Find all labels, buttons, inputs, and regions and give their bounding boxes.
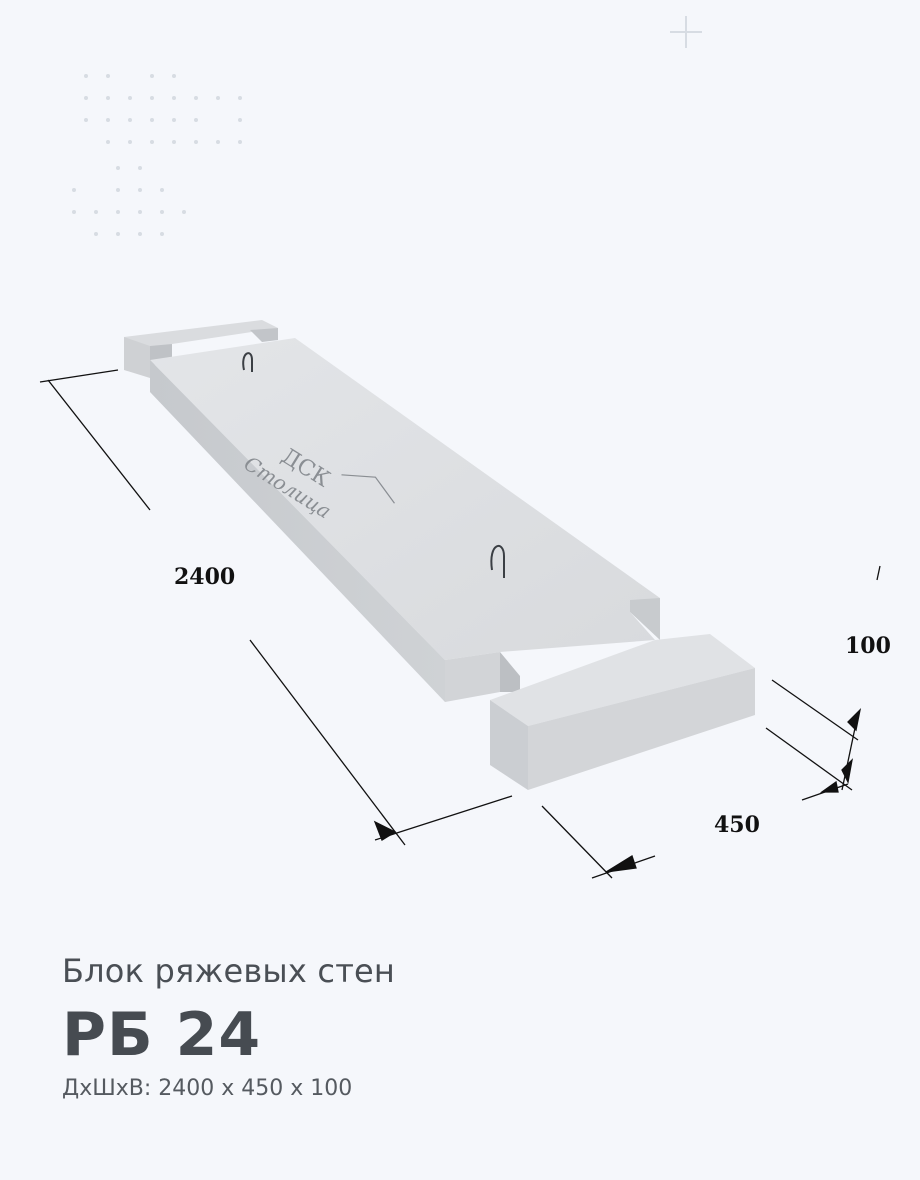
concrete-block: ДСК Столица xyxy=(124,320,755,790)
dot-grid-decoration xyxy=(72,74,242,236)
product-model-title: РБ 24 xyxy=(62,1000,262,1070)
dimension-lines xyxy=(39,369,881,879)
height-dimension-label: 100 xyxy=(845,633,891,659)
length-dimension-label: 2400 xyxy=(174,564,236,590)
width-dimension-label: 450 xyxy=(714,812,760,838)
plus-decoration-icon xyxy=(670,16,702,48)
product-subtitle: Блок ряжевых стен xyxy=(62,952,396,990)
product-dimensions: ДхШхВ: 2400 х 450 х 100 xyxy=(62,1076,353,1101)
